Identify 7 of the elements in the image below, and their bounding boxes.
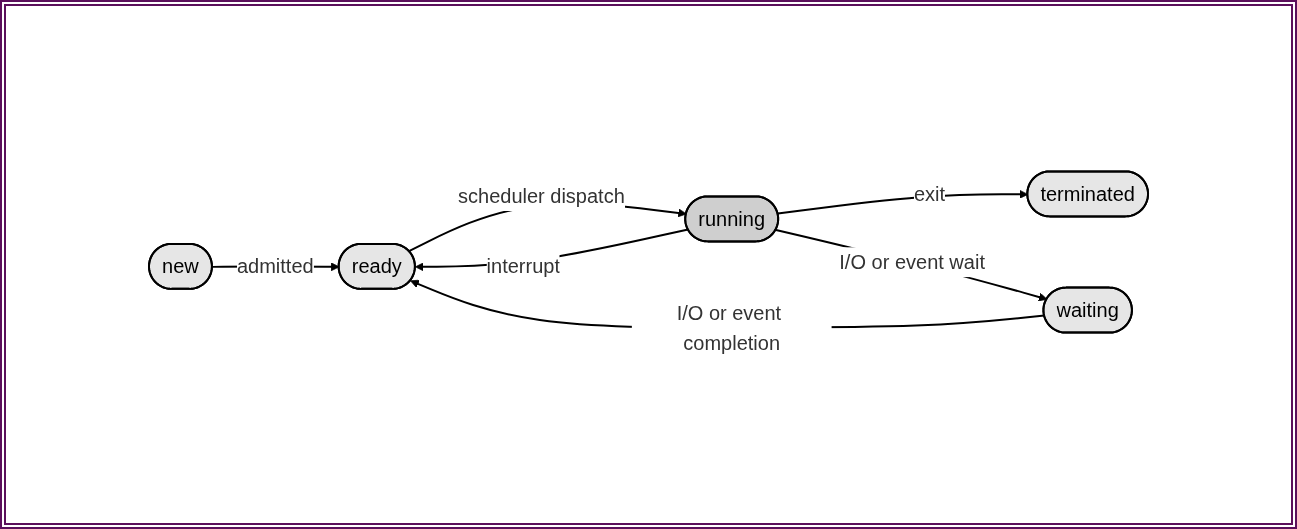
arrow xyxy=(775,228,1048,302)
edge-label: admitted xyxy=(236,255,314,278)
edge-label: scheduler dispatch xyxy=(457,185,625,208)
edge-label: interrupt xyxy=(486,255,560,278)
edge-label: exit xyxy=(913,182,946,205)
edge-label: I/O or event wait xyxy=(839,251,985,274)
edge-label: I/O or event completion xyxy=(676,301,782,354)
